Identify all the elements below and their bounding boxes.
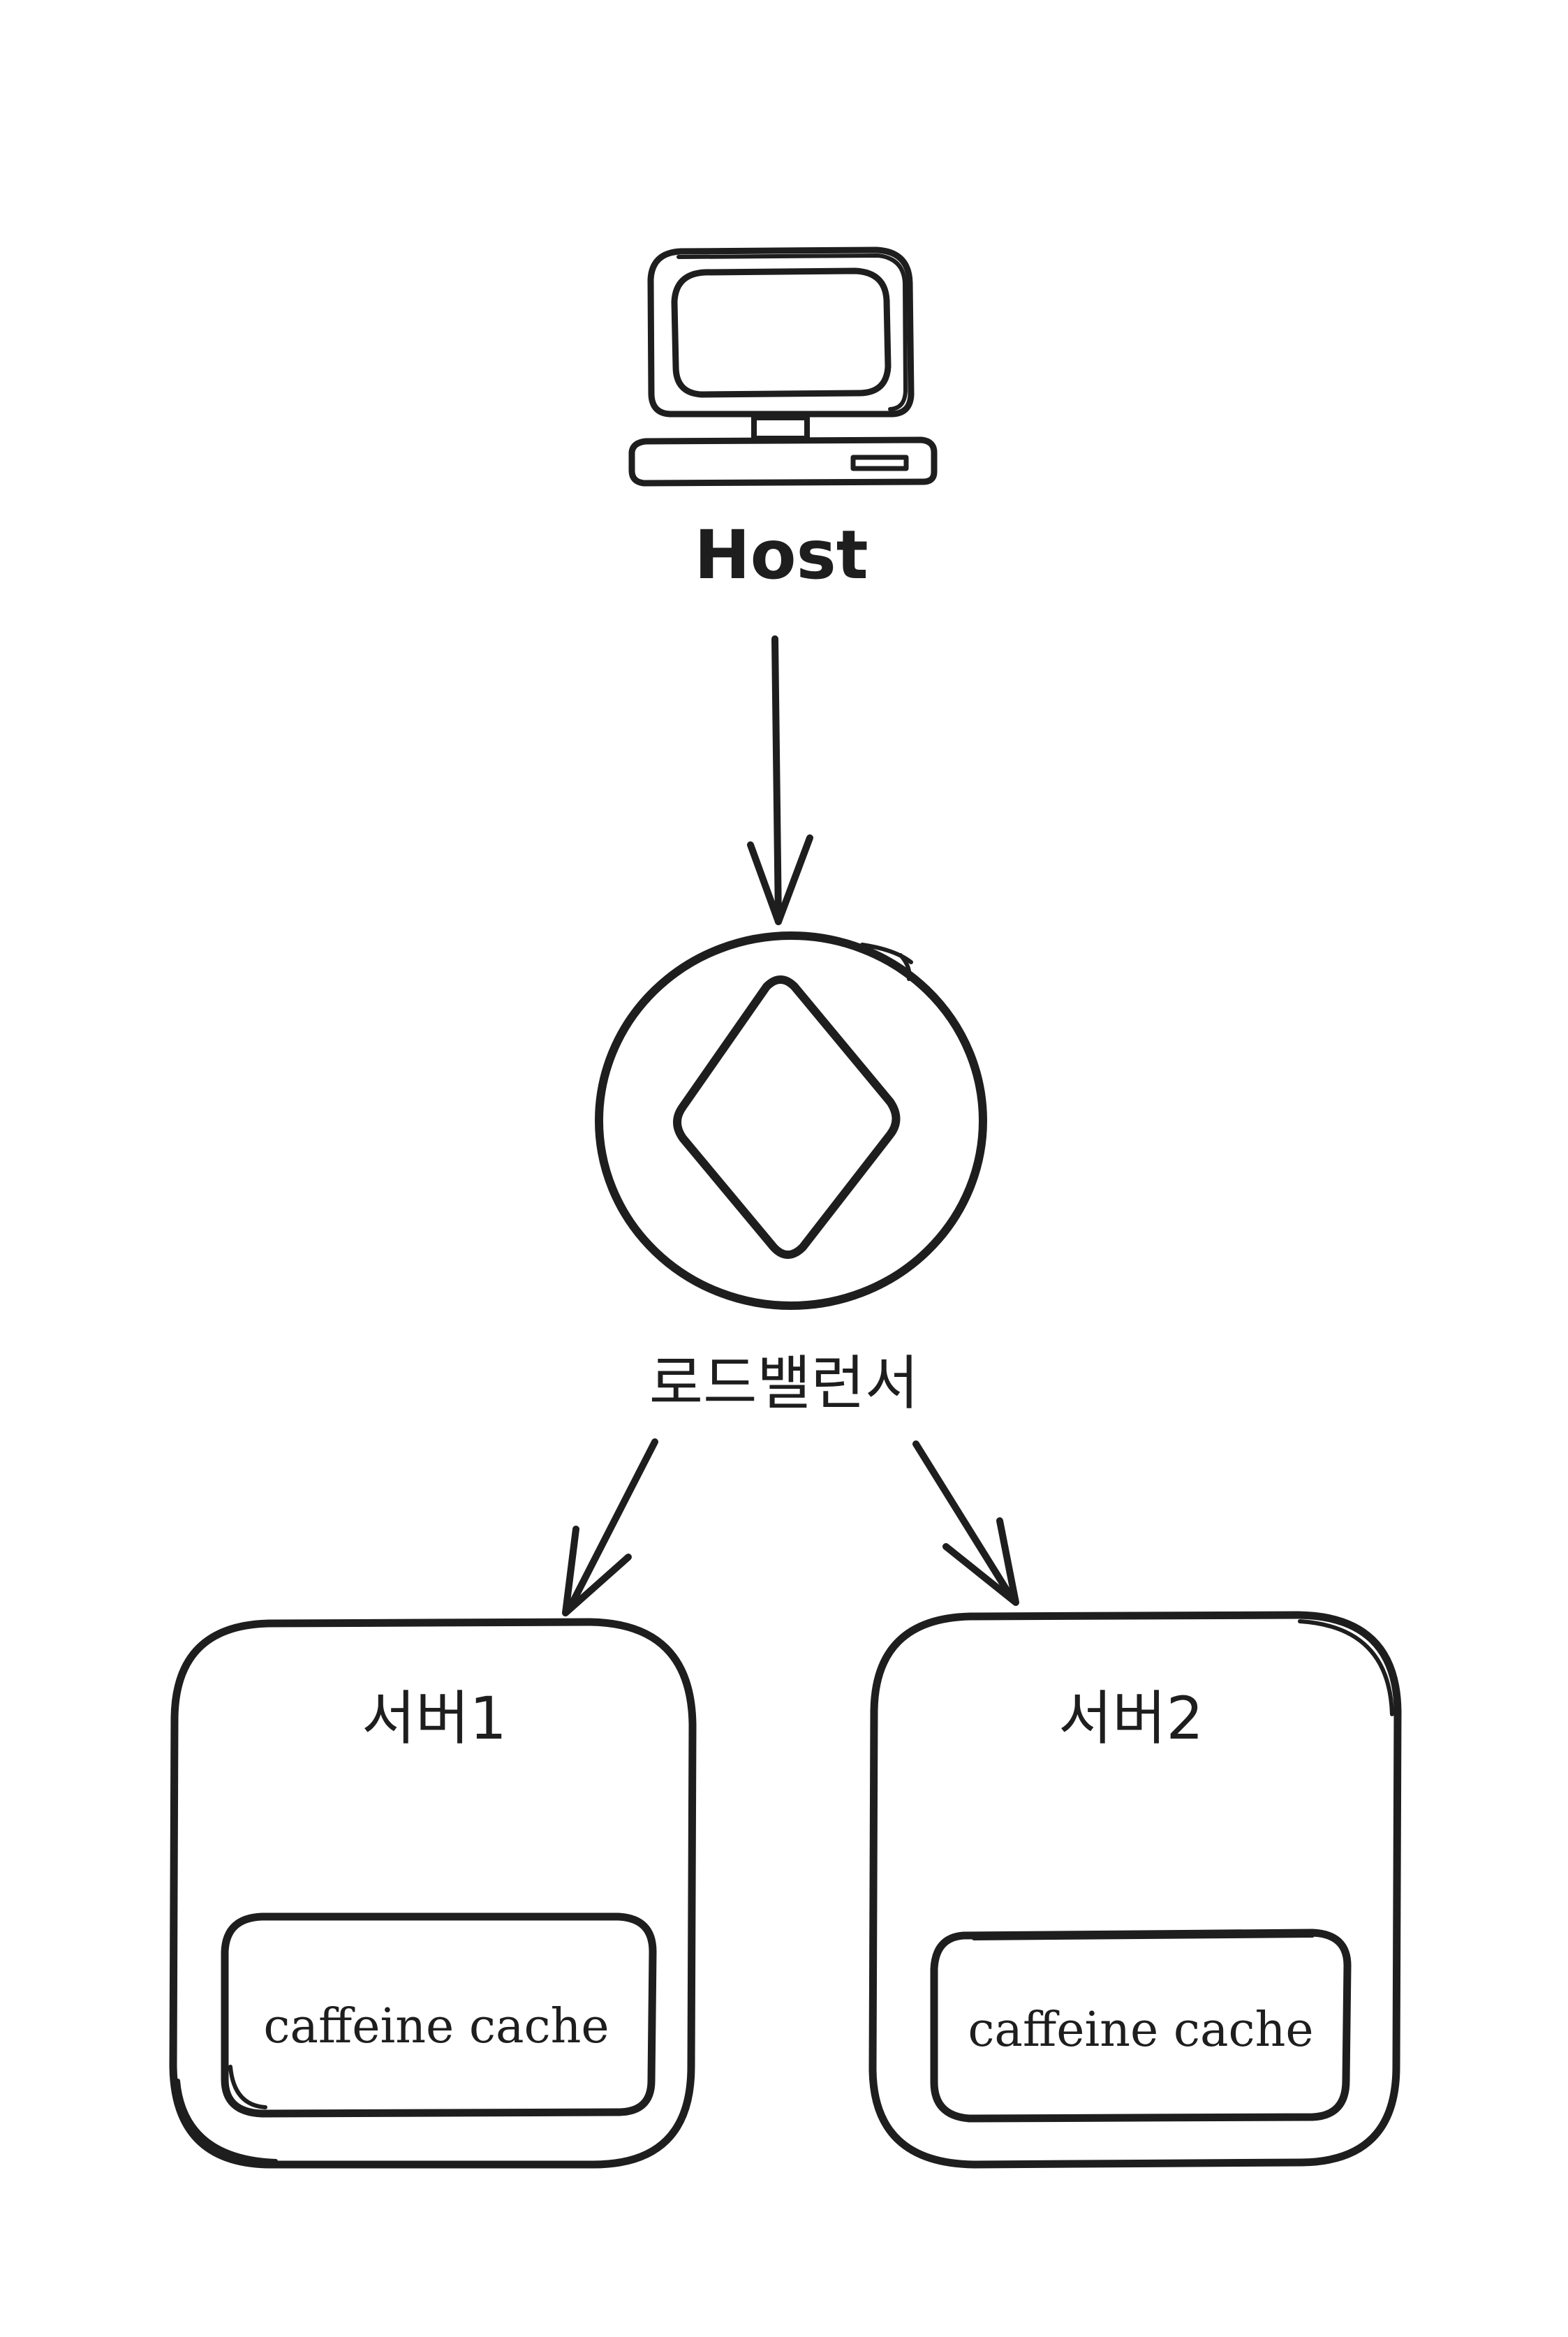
server2-cache-box	[930, 1929, 1352, 2123]
server1-label: 서버1	[362, 1684, 507, 1753]
server1-cache-label: caffeine cache	[263, 1999, 609, 2054]
server2-cache-label: caffeine cache	[968, 2003, 1313, 2058]
arrow-host-to-lb	[747, 635, 813, 925]
host-label: Host	[694, 516, 868, 594]
computer-icon	[628, 246, 938, 487]
load-balancer-icon	[595, 931, 987, 1310]
server2-box	[868, 1611, 1402, 2169]
server2-label: 서버2	[1058, 1684, 1204, 1753]
server1-cache-box	[221, 1912, 657, 2118]
server1-box	[169, 1618, 697, 2169]
arrow-lb-to-server1	[562, 1438, 658, 1616]
arrow-lb-to-server2	[912, 1440, 1019, 1606]
load-balancer-label: 로드밸런서	[649, 1349, 919, 1417]
